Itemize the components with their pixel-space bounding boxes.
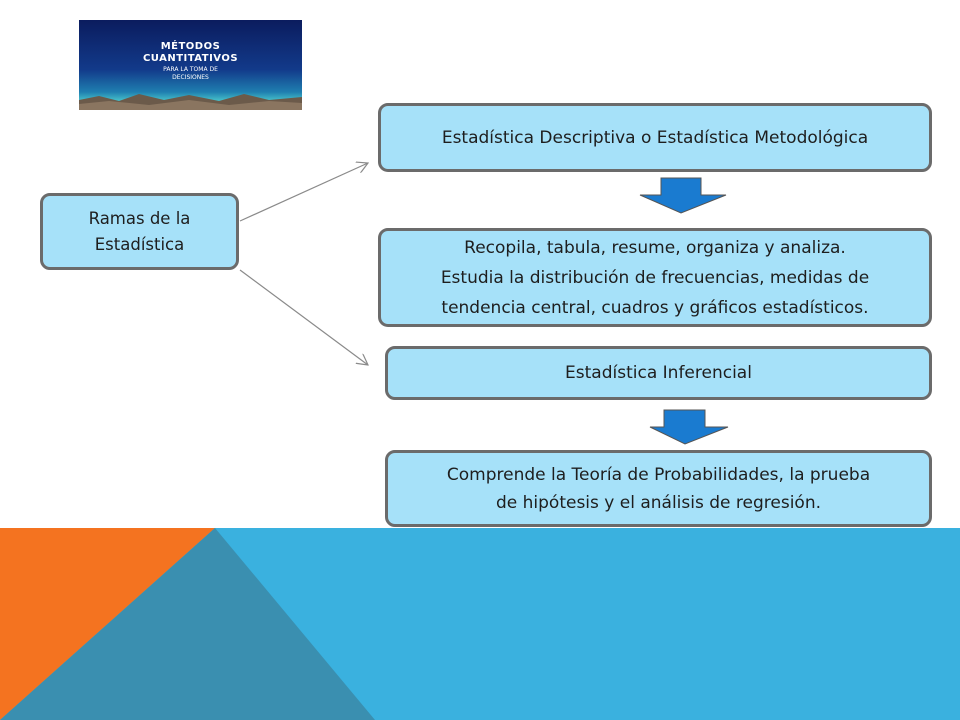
logo-metodos-cuantitativos: MÉTODOS CUANTITATIVOS PARA LA TOMA DE DE… [79,20,302,110]
down-arrow-icon [649,409,729,445]
inferential-title: Estadística Inferencial [565,363,752,383]
connector-to-descriptive [239,163,368,222]
logo-line-2: CUANTITATIVOS [142,53,239,64]
descriptive-title: Estadística Descriptiva o Estadística Me… [441,127,869,148]
logo-line-1: MÉTODOS [160,41,221,52]
logo-line-3: PARA LA TOMA DE DECISIONES [163,66,218,81]
descriptive-statistics-node: Estadística Descriptiva o Estadística Me… [378,103,932,172]
inferential-statistics-node: Estadística Inferencial [385,346,932,400]
connector-to-inferential [239,269,368,365]
root-node-ramas: Ramas de la Estadística [40,193,239,270]
descriptive-detail-text: Recopila, tabula, resume, organiza y ana… [440,237,870,318]
mountains-icon [79,94,302,110]
inferential-detail-node: Comprende la Teoría de Probabilidades, l… [385,450,932,527]
descriptive-detail-node: Recopila, tabula, resume, organiza y ana… [378,228,932,327]
root-node-label: Ramas de la Estadística [88,208,191,254]
inferential-detail-text: Comprende la Teoría de Probabilidades, l… [446,464,871,513]
down-arrow-icon [639,177,727,214]
bottom-decoration [0,528,960,720]
